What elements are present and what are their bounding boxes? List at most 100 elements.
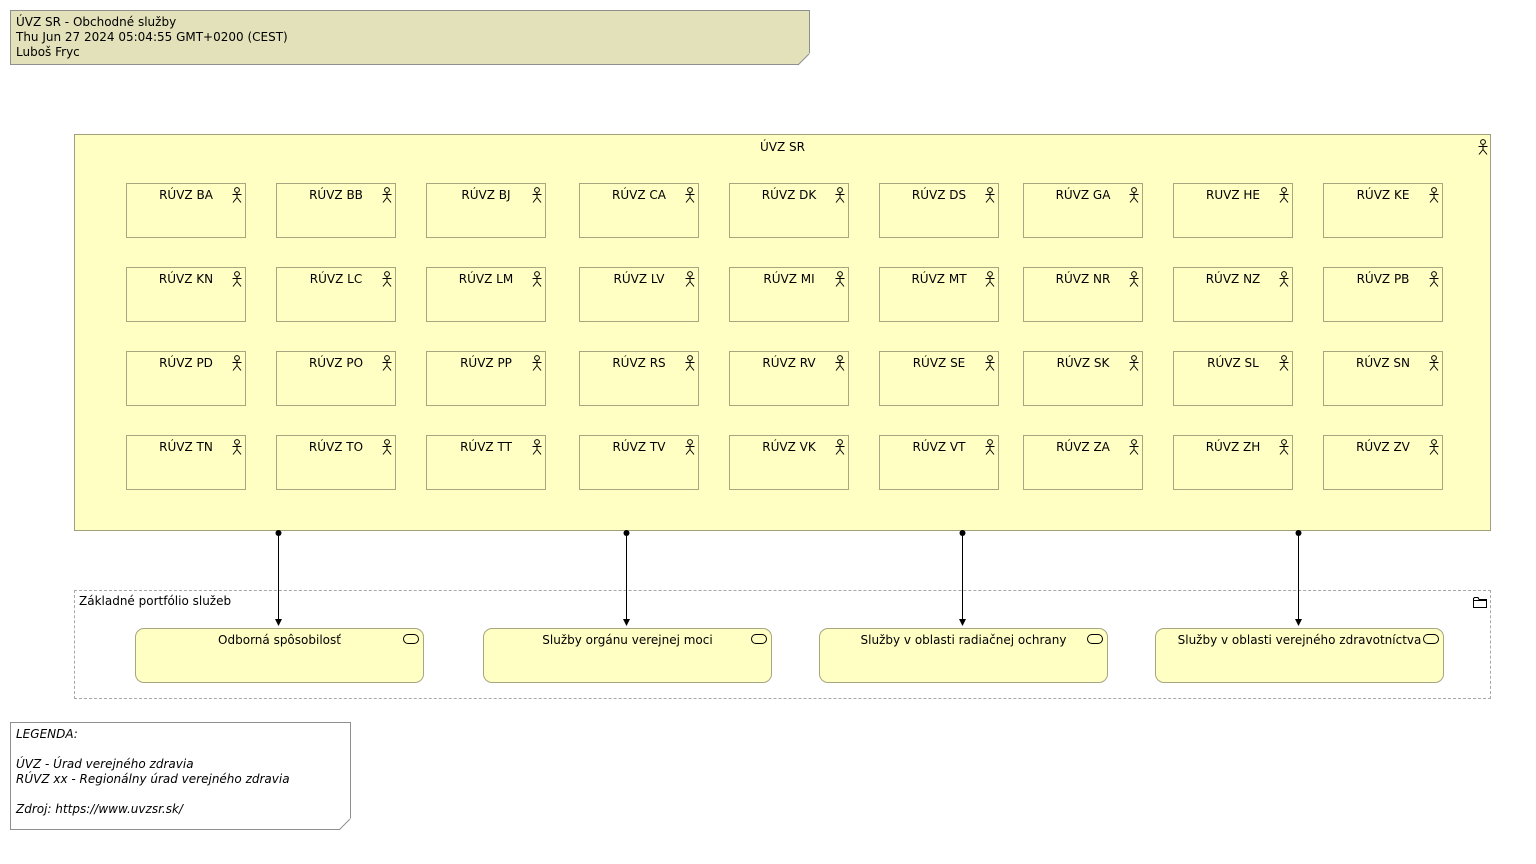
- regional-office-actor[interactable]: RÚVZ DS: [879, 183, 999, 238]
- actor-icon: [835, 355, 845, 371]
- actor-icon: [382, 271, 392, 287]
- regional-office-actor[interactable]: RÚVZ NR: [1023, 267, 1143, 322]
- legend-source: Zdroj: https://www.uvzsr.sk/: [16, 802, 183, 816]
- actor-label: RÚVZ ZV: [1356, 440, 1410, 454]
- regional-office-actor[interactable]: RÚVZ PO: [276, 351, 396, 406]
- actor-label: RÚVZ SN: [1356, 356, 1410, 370]
- business-service[interactable]: Služby v oblasti verejného zdravotníctva: [1155, 628, 1444, 683]
- service-icon: [1423, 634, 1439, 644]
- regional-office-actor[interactable]: RÚVZ SK: [1023, 351, 1143, 406]
- regional-office-actor[interactable]: RÚVZ VK: [729, 435, 849, 490]
- actor-label: RÚVZ SK: [1056, 356, 1110, 370]
- service-label: Služby v oblasti radiačnej ochrany: [860, 633, 1067, 647]
- regional-office-actor[interactable]: RÚVZ TN: [126, 435, 246, 490]
- regional-office-actor[interactable]: RÚVZ GA: [1023, 183, 1143, 238]
- regional-office-actor[interactable]: RÚVZ TO: [276, 435, 396, 490]
- regional-office-actor[interactable]: RÚVZ VT: [879, 435, 999, 490]
- actor-icon: [1279, 355, 1289, 371]
- regional-office-actor[interactable]: RÚVZ LC: [276, 267, 396, 322]
- regional-office-actor[interactable]: RÚVZ MT: [879, 267, 999, 322]
- service-label: Služby v oblasti verejného zdravotníctva: [1177, 633, 1422, 647]
- service-portfolio-group[interactable]: Základné portfólio služeb Odborná spôsob…: [74, 590, 1491, 699]
- service-icon: [751, 634, 767, 644]
- actor-icon: [382, 439, 392, 455]
- regional-office-actor[interactable]: RÚVZ DK: [729, 183, 849, 238]
- actor-icon: [835, 271, 845, 287]
- regional-office-actor[interactable]: RÚVZ SN: [1323, 351, 1443, 406]
- actor-icon: [685, 187, 695, 203]
- regional-office-actor[interactable]: RÚVZ PD: [126, 351, 246, 406]
- container-title: ÚVZ SR: [760, 140, 805, 154]
- regional-office-actor[interactable]: RÚVZ SL: [1173, 351, 1293, 406]
- actor-icon: [532, 271, 542, 287]
- actor-icon: [532, 187, 542, 203]
- actor-label: RÚVZ PP: [460, 356, 512, 370]
- actor-label: RÚVZ KE: [1356, 188, 1410, 202]
- regional-office-actor[interactable]: RÚVZ SE: [879, 351, 999, 406]
- regional-office-actor[interactable]: RÚVZ CA: [579, 183, 699, 238]
- actor-label: RÚVZ VK: [762, 440, 816, 454]
- regional-office-actor[interactable]: RÚVZ KN: [126, 267, 246, 322]
- business-service[interactable]: Odborná spôsobilosť: [135, 628, 424, 683]
- regional-office-actor[interactable]: RÚVZ RS: [579, 351, 699, 406]
- regional-office-actor[interactable]: RÚVZ ZV: [1323, 435, 1443, 490]
- regional-office-actor[interactable]: RÚVZ MI: [729, 267, 849, 322]
- uvz-sr-container[interactable]: ÚVZ SR RÚVZ BA RÚVZ BB RÚVZ BJ RÚVZ CA RÚVZ …: [74, 134, 1491, 531]
- actor-icon: [1129, 271, 1139, 287]
- actor-icon: [232, 187, 242, 203]
- actor-label: RÚVZ TV: [612, 440, 666, 454]
- regional-office-actor[interactable]: RÚVZ NZ: [1173, 267, 1293, 322]
- diagram-info-note[interactable]: ÚVZ SR - Obchodné služby Thu Jun 27 2024…: [10, 10, 810, 65]
- actor-icon: [1478, 139, 1488, 155]
- regional-office-actor[interactable]: RÚVZ BJ: [426, 183, 546, 238]
- business-service[interactable]: Služby v oblasti radiačnej ochrany: [819, 628, 1108, 683]
- actor-label: RÚVZ BA: [159, 188, 213, 202]
- actor-icon: [232, 271, 242, 287]
- actor-icon: [1429, 271, 1439, 287]
- legend-heading: LEGENDA:: [16, 727, 78, 741]
- actor-label: RÚVZ NZ: [1205, 272, 1261, 286]
- actor-icon: [985, 439, 995, 455]
- service-icon: [1087, 634, 1103, 644]
- legend-line-ruvz: RÚVZ xx - Regionálny úrad verejného zdra…: [16, 772, 290, 786]
- group-title: Základné portfólio služeb: [79, 594, 232, 608]
- actor-label: RÚVZ CA: [612, 188, 666, 202]
- actor-icon: [685, 439, 695, 455]
- actor-label: RÚVZ LC: [309, 272, 363, 286]
- actor-icon: [985, 271, 995, 287]
- regional-office-actor[interactable]: RÚVZ KE: [1323, 183, 1443, 238]
- regional-office-actor[interactable]: RÚVZ TV: [579, 435, 699, 490]
- actor-label: RÚVZ PO: [308, 356, 364, 370]
- regional-office-actor[interactable]: RÚVZ ZH: [1173, 435, 1293, 490]
- regional-office-actor[interactable]: RÚVZ LM: [426, 267, 546, 322]
- regional-office-actor[interactable]: RÚVZ PP: [426, 351, 546, 406]
- service-icon: [403, 634, 419, 644]
- actor-icon: [1129, 439, 1139, 455]
- business-service[interactable]: Služby orgánu verejnej moci: [483, 628, 772, 683]
- folder-icon: [1473, 597, 1487, 608]
- actor-label: RÚVZ KN: [158, 272, 214, 286]
- regional-office-actor[interactable]: RÚVZ RV: [729, 351, 849, 406]
- actor-label: RÚVZ DK: [761, 188, 817, 202]
- actor-icon: [1279, 439, 1289, 455]
- actor-label: RÚVZ PB: [1356, 272, 1410, 286]
- actor-label: RUVZ HE: [1206, 188, 1260, 202]
- actor-label: RÚVZ ZH: [1205, 440, 1261, 454]
- regional-office-actor[interactable]: RÚVZ TT: [426, 435, 546, 490]
- actor-icon: [835, 187, 845, 203]
- actor-label: RÚVZ LV: [613, 272, 665, 286]
- regional-office-actor[interactable]: RÚVZ LV: [579, 267, 699, 322]
- service-label: Služby orgánu verejnej moci: [542, 633, 713, 647]
- actor-icon: [232, 355, 242, 371]
- actor-icon: [1429, 187, 1439, 203]
- legend-line-uvz: ÚVZ - Úrad verejného zdravia: [16, 757, 194, 771]
- regional-office-actor[interactable]: RÚVZ BB: [276, 183, 396, 238]
- actor-icon: [532, 355, 542, 371]
- regional-office-actor[interactable]: RÚVZ ZA: [1023, 435, 1143, 490]
- actor-icon: [685, 355, 695, 371]
- regional-office-actor[interactable]: RÚVZ BA: [126, 183, 246, 238]
- regional-office-actor[interactable]: RUVZ HE: [1173, 183, 1293, 238]
- actor-label: RÚVZ NR: [1055, 272, 1111, 286]
- regional-office-actor[interactable]: RÚVZ PB: [1323, 267, 1443, 322]
- legend-note[interactable]: LEGENDA: ÚVZ - Úrad verejného zdravia RÚ…: [10, 722, 351, 830]
